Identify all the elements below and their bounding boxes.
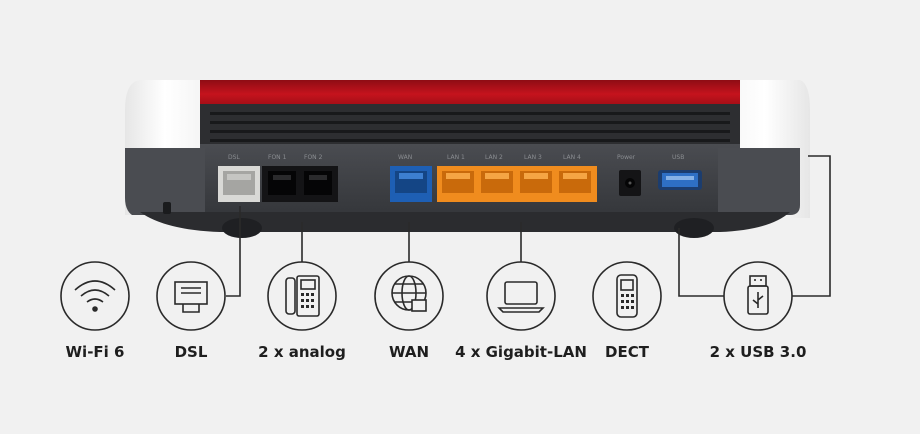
feature-label-usb: 2 x USB 3.0 — [709, 343, 807, 361]
port-label-wan: WAN — [398, 154, 412, 161]
feature-label-dsl: DSL — [174, 343, 208, 361]
port-label-lan4: LAN 4 — [563, 154, 581, 161]
port-label-lan1: LAN 1 — [447, 154, 465, 161]
globe-port-icon — [374, 261, 444, 331]
feature-label-lan: 4 x Gigabit-LAN — [455, 343, 587, 361]
ports — [218, 166, 702, 202]
port-label-lan2: LAN 2 — [485, 154, 503, 161]
laptop-icon — [486, 261, 556, 331]
fon-ports — [262, 166, 338, 202]
port-label-dsl: DSL — [228, 154, 240, 161]
port-label-fon1: FON 1 — [268, 154, 287, 161]
port-label-usb: USB — [672, 154, 684, 161]
router-body — [125, 80, 810, 238]
wifi-icon — [60, 261, 130, 331]
feature-label-analog: 2 x analog — [258, 343, 346, 361]
vent-slots — [210, 112, 730, 142]
feature-label-dect: DECT — [605, 343, 649, 361]
wan-port — [390, 166, 432, 202]
desk-phone-icon — [267, 261, 337, 331]
usb-icon — [723, 261, 793, 331]
feature-label-wifi: Wi-Fi 6 — [65, 343, 125, 361]
ethernet-port-icon — [156, 261, 226, 331]
usb-port — [658, 170, 702, 190]
power-port — [619, 170, 641, 196]
connector-lines — [226, 155, 831, 297]
feature-label-wan: WAN — [388, 343, 430, 361]
port-label-fon2: FON 2 — [304, 154, 323, 161]
feature-icons — [60, 261, 793, 331]
port-label-power: Power — [617, 154, 636, 161]
cordless-phone-icon — [592, 261, 662, 331]
dsl-port — [218, 166, 260, 202]
port-labels: DSL FON 1 FON 2 WAN LAN 1 LAN 2 LAN 3 LA… — [228, 154, 684, 161]
lan-ports — [437, 166, 597, 202]
port-label-lan3: LAN 3 — [524, 154, 542, 161]
